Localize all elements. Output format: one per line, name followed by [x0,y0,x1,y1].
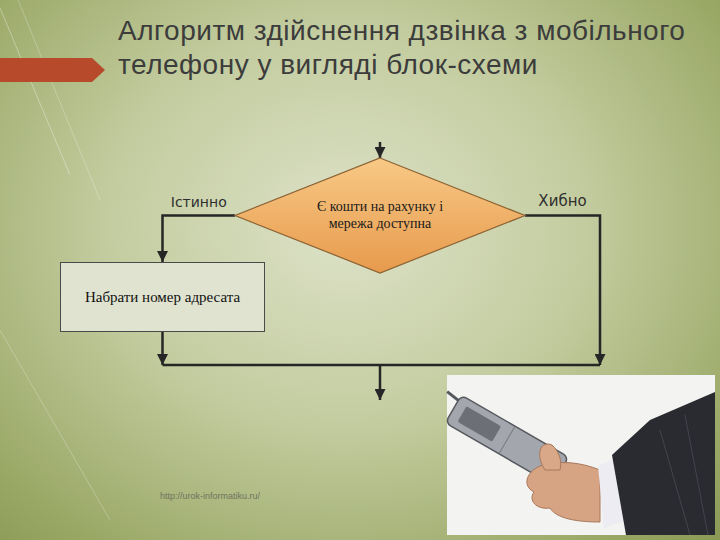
suit-sleeve [612,392,715,535]
true-branch [163,216,236,263]
edges [163,216,236,263]
sleeve-stripe [685,415,708,535]
entry-arrow [379,142,382,158]
node-text: Набрати номер адресата [85,288,240,306]
deco-line [0,8,70,175]
diamond-shape [235,158,525,273]
branch-label: Хибно [538,192,586,210]
false-branch [525,216,600,366]
exit-arrow [379,365,382,400]
phone-antenna [446,392,459,401]
process-box: Набрати номер адресата [60,262,265,332]
deco-line [0,330,110,520]
deco-arrow [0,58,105,82]
merge-arrow [161,332,164,365]
thumb [540,444,561,470]
hand [527,463,600,522]
phone-photo [433,375,715,535]
deco-line [18,0,100,200]
branch-label: Істинно [171,194,227,210]
phone-hinge [499,426,515,454]
source-url: http://urok-informatiku.ru/ [160,491,260,501]
slide-title: Алгоритм здійснення дзвінка з мобільного… [118,14,693,81]
condition-text: Є кошти на рахунку і мережа доступна [305,199,455,233]
action-text: Набрати номер адресата [85,288,240,306]
node-text: Є кошти на рахунку і мережа доступна [305,199,455,233]
photo-ground [447,375,715,535]
sleeve-stripe [660,430,690,535]
phone [433,388,569,485]
decision-diamond: Є кошти на рахунку і мережа доступна [235,158,525,273]
phone-screen [457,406,501,442]
